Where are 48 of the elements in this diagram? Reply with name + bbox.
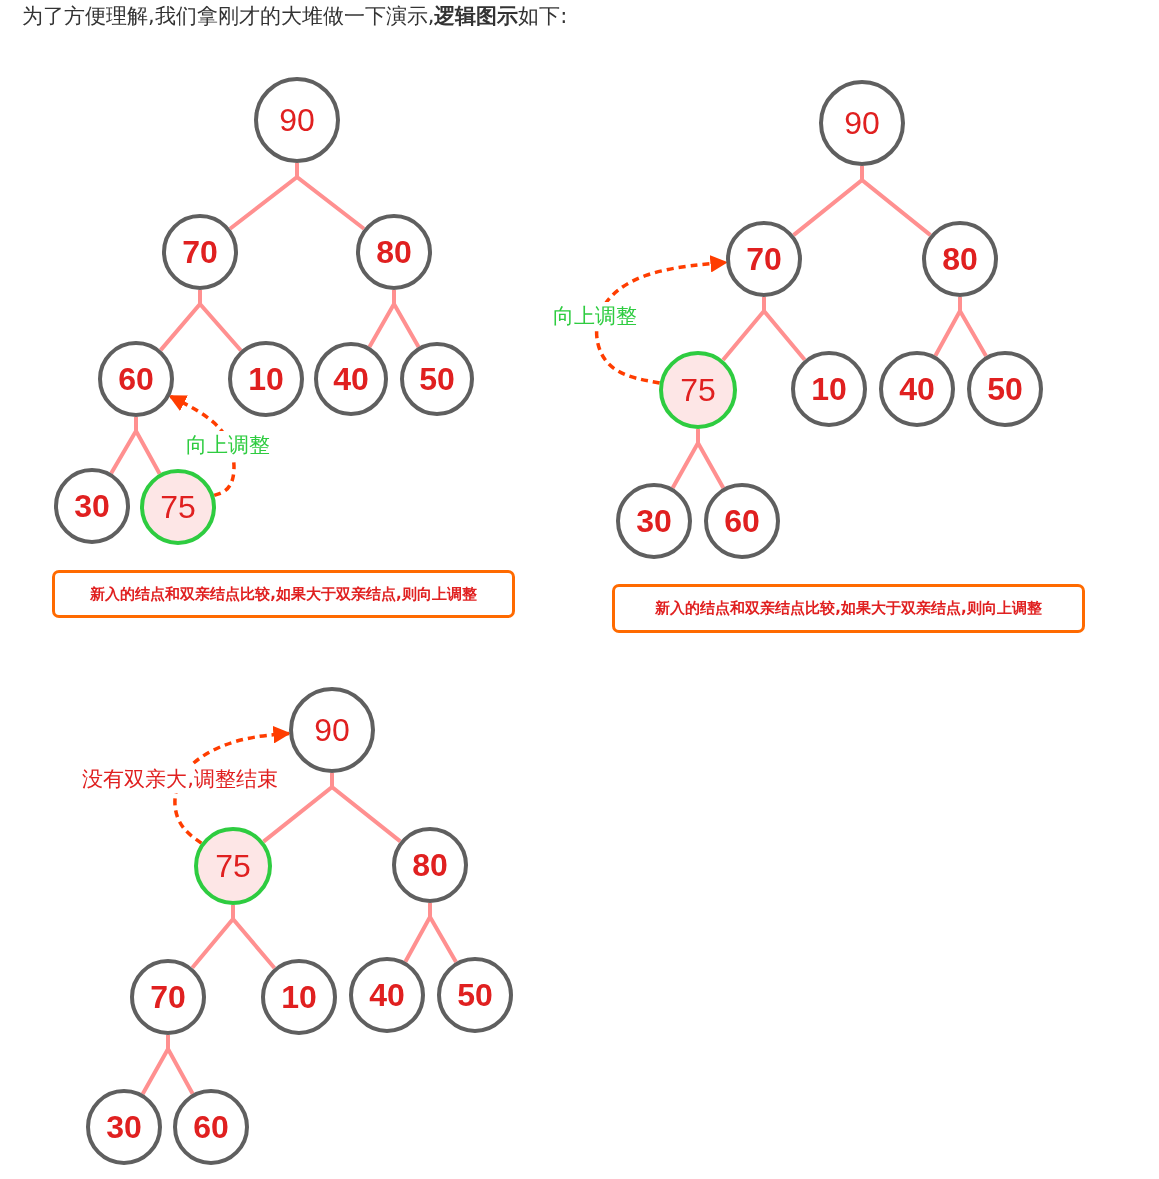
heap-node: 60 <box>98 341 174 417</box>
heap-node: 80 <box>922 221 998 297</box>
heap-node: 40 <box>879 351 955 427</box>
heap-node: 50 <box>437 957 513 1033</box>
heap-node: 50 <box>400 342 474 416</box>
heap-node: 10 <box>791 351 867 427</box>
heap-node: 40 <box>349 957 425 1033</box>
heap-node: 50 <box>967 351 1043 427</box>
dashed-arrow <box>594 255 728 385</box>
edge-label: 向上调整 <box>184 431 272 459</box>
tree-edge <box>198 290 243 352</box>
heap-node: 70 <box>162 214 238 290</box>
note-box: 新入的结点和双亲结点比较,如果大于双亲结点,则向上调整 <box>52 570 515 618</box>
heap-node: 80 <box>392 827 468 903</box>
tree-edge <box>428 903 458 964</box>
tree-edge <box>231 905 276 970</box>
heap-node: 90 <box>254 77 340 163</box>
heap-node: 40 <box>314 342 388 416</box>
heap-node: 80 <box>356 214 432 290</box>
heap-node: 70 <box>726 221 802 297</box>
tree-edge <box>166 1035 195 1095</box>
heap-node: 30 <box>54 468 130 544</box>
edge-label: 没有双亲大,调整结束 <box>80 765 280 793</box>
intro-text: 为了方便理解,我们拿刚才的大堆做一下演示,逻辑图示如下: <box>22 3 568 30</box>
tree-edge <box>392 290 421 348</box>
note-box: 新入的结点和双亲结点比较,如果大于双亲结点,则向上调整 <box>612 584 1085 633</box>
tree-edge <box>134 417 162 475</box>
tree-edge <box>696 429 726 489</box>
new-heap-node: 75 <box>194 827 272 905</box>
heap-node: 60 <box>173 1089 249 1165</box>
tree-edge <box>330 773 402 843</box>
heap-node: 10 <box>228 341 304 417</box>
tree-edge <box>860 166 932 237</box>
heap-node: 30 <box>616 483 692 559</box>
heap-node: 30 <box>86 1089 162 1165</box>
heap-node: 60 <box>704 483 780 559</box>
tree-edge <box>762 297 807 362</box>
heap-node: 70 <box>130 959 206 1035</box>
heap-node: 90 <box>819 80 905 166</box>
tree-edge <box>958 297 988 358</box>
dashed-arrow <box>168 394 236 497</box>
heap-node: 10 <box>261 959 337 1035</box>
edge-label: 向上调整 <box>551 302 639 330</box>
tree-edge <box>295 163 366 231</box>
new-heap-node: 75 <box>140 469 216 545</box>
new-heap-node: 75 <box>659 351 737 429</box>
heap-node: 90 <box>289 687 375 773</box>
dashed-arrow <box>173 725 291 845</box>
